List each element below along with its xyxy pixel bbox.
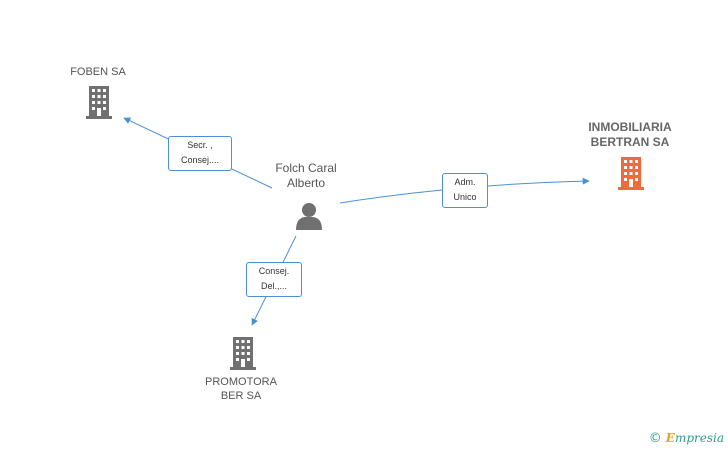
building-icon-main[interactable] [618, 157, 644, 190]
node-label-foben[interactable]: FOBEN SA [48, 65, 148, 79]
edge-label-to-foben[interactable]: Secr. , Consej.... [168, 136, 232, 171]
edge-label-line: Unico [453, 192, 477, 202]
building-icon[interactable] [230, 337, 256, 370]
node-label-text: FOBEN SA [70, 66, 126, 78]
node-label-inmobiliaria[interactable]: INMOBILIARIA BERTRAN SA [574, 120, 686, 150]
node-label-line: INMOBILIARIA [588, 120, 672, 134]
brand-initial: E [665, 431, 675, 445]
edge-label-line: Consej.... [180, 155, 220, 165]
node-label-line: Alberto [286, 176, 326, 190]
brand-name: mpresia [674, 431, 724, 445]
node-label-line: BERTRAN SA [590, 135, 670, 149]
brand-watermark[interactable]: ©Empresia [649, 431, 724, 446]
copyright-icon: © [648, 431, 662, 446]
node-label-line: PROMOTORA [205, 376, 277, 388]
edge-label-line: Adm. [454, 177, 476, 187]
edge-label-to-promotora[interactable]: Consej. Del.,... [246, 262, 302, 297]
node-label-line: BER SA [220, 390, 262, 402]
person-icon[interactable] [296, 203, 322, 230]
node-label-promotora[interactable]: PROMOTORA BER SA [190, 375, 292, 403]
building-icon[interactable] [86, 86, 112, 119]
edge-label-to-inmobiliaria[interactable]: Adm. Unico [442, 173, 488, 208]
edge-label-line: Secr. , [187, 140, 213, 150]
node-label-line: Folch Caral [275, 161, 337, 175]
edge-label-line: Consej. [258, 266, 290, 276]
node-label-person[interactable]: Folch Caral Alberto [256, 161, 356, 191]
edge-label-line: Del.,... [260, 281, 287, 291]
